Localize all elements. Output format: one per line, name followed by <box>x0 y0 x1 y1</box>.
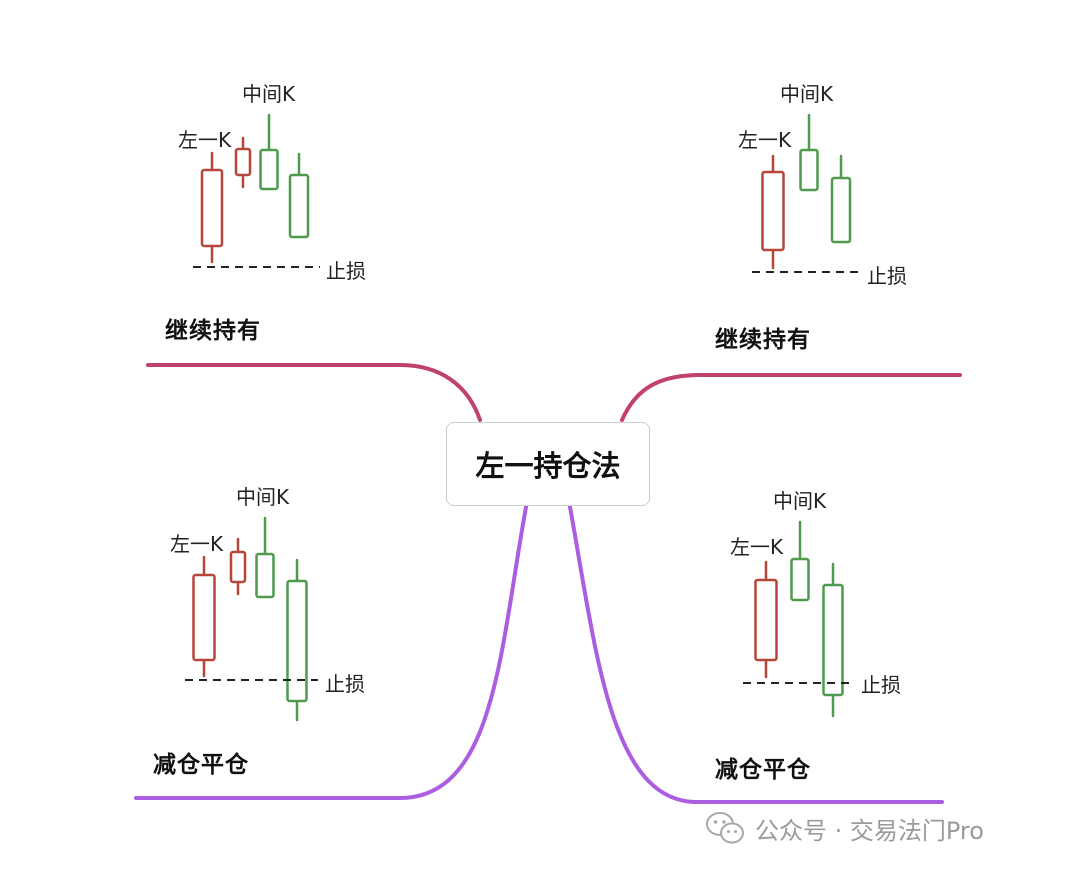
candle-bottom-left-1-body <box>192 573 216 662</box>
section-title-top-left: 继续持有 <box>165 318 261 344</box>
branch-top-right <box>620 373 962 422</box>
left-k-label-bottom-left: 左一K <box>170 532 224 556</box>
candle-bottom-right-2-body <box>790 557 810 602</box>
candle-top-left-4-body <box>288 173 310 239</box>
wechat-icon <box>706 812 744 844</box>
candle-bottom-right-1-body <box>754 578 778 662</box>
branch-top-left <box>146 363 482 422</box>
branch-bottom-right <box>568 505 944 804</box>
watermark: 公众号 · 交易法门Pro <box>705 808 984 848</box>
candle-top-right-3-body <box>830 176 852 244</box>
section-title-bottom-right: 减仓平仓 <box>715 757 811 783</box>
section-title-top-right: 继续持有 <box>715 327 811 353</box>
stop-loss-label-top-right: 止损 <box>867 264 907 288</box>
candle-top-left-3-body <box>259 148 279 191</box>
stop-loss-label-bottom-left: 止损 <box>325 672 365 696</box>
middle-k-label-top-right: 中间K <box>780 82 834 106</box>
central-topic-node: 左一持仓法 <box>446 422 650 506</box>
middle-k-label-bottom-left: 中间K <box>236 485 290 509</box>
candle-top-right-1-body <box>761 170 785 252</box>
candle-top-left-2-body <box>234 147 252 177</box>
middle-k-label-bottom-right: 中间K <box>773 489 827 513</box>
left-k-label-bottom-right: 左一K <box>730 535 784 559</box>
candle-bottom-left-4-body <box>286 579 308 703</box>
branch-bottom-left <box>134 505 528 800</box>
left-k-label-top-right: 左一K <box>738 128 792 152</box>
stop-loss-label-bottom-right: 止损 <box>861 673 901 697</box>
stop-loss-label-top-left: 止损 <box>326 259 366 283</box>
candle-bottom-left-2-body <box>229 550 247 584</box>
left-k-label-top-left: 左一K <box>178 128 232 152</box>
candle-bottom-left-3-body <box>255 552 275 599</box>
candle-bottom-right-3-body <box>822 583 844 697</box>
candle-top-left-1-body <box>200 168 224 248</box>
middle-k-label-top-left: 中间K <box>242 82 296 106</box>
section-title-bottom-left: 减仓平仓 <box>153 752 249 778</box>
central-topic-title: 左一持仓法 <box>475 449 621 483</box>
watermark-text: 公众号 · 交易法门Pro <box>755 816 984 845</box>
candles-layer <box>185 113 862 722</box>
candle-top-right-2-body <box>799 148 819 192</box>
